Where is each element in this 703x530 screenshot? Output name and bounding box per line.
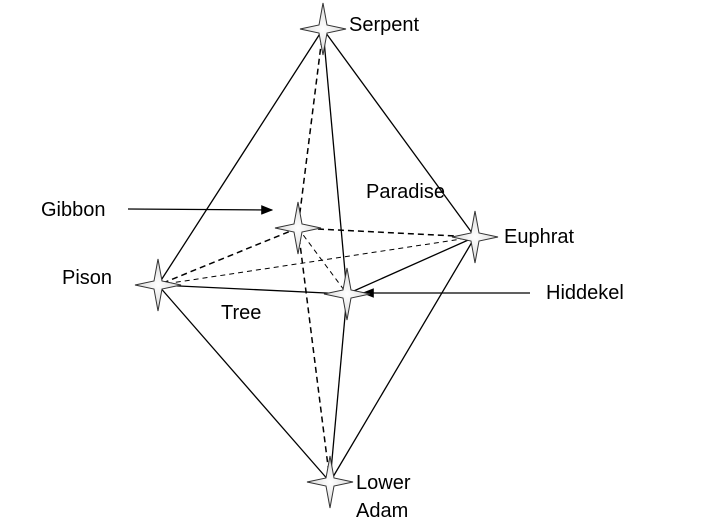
label-lower: Lower [356, 472, 411, 494]
label-pison: Pison [62, 267, 113, 289]
edge-serpent-euphrat [322, 28, 476, 238]
label-serpent: Serpent [349, 14, 420, 36]
edge-serpent-pison [157, 28, 324, 286]
label-paradise: Paradise [366, 181, 445, 203]
edge-euphrat-loweradam [329, 236, 476, 483]
edge-pison-loweradam [157, 284, 331, 483]
star-node-serpent [299, 2, 347, 56]
star-node-euphrat [451, 210, 499, 264]
edge-pison-euphrat [157, 236, 476, 286]
star-node-gibbon [274, 201, 322, 255]
edge-pison-hiddekel [157, 284, 348, 295]
edge-gibbon-pison [157, 227, 299, 286]
label-gibbon: Gibbon [41, 199, 106, 221]
label-hiddekel: Hiddekel [546, 282, 624, 304]
star-node-pison [134, 258, 182, 312]
star-node-hiddekel [323, 267, 371, 321]
edge-gibbon-hiddekel [297, 227, 348, 295]
edge-gibbon-euphrat [297, 227, 476, 238]
edge-serpent-hiddekel [322, 28, 348, 295]
edge-serpent-gibbon [297, 28, 324, 229]
label-tree: Tree [221, 302, 262, 324]
label-adam: Adam [356, 500, 409, 522]
gibbon-arrow [127, 205, 274, 215]
star-node-lower-adam [306, 455, 354, 509]
label-euphrat: Euphrat [504, 226, 575, 248]
edge-gibbon-loweradam [297, 227, 331, 483]
edge-hiddekel-euphrat [346, 236, 476, 295]
edge-hiddekel-loweradam [329, 293, 348, 483]
